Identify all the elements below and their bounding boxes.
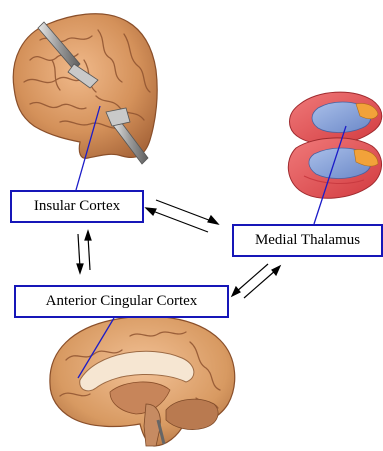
thalamus-image bbox=[288, 92, 381, 198]
arrow-acc-to-thalamus bbox=[244, 266, 280, 298]
sagittal-brain-image bbox=[50, 316, 235, 446]
lateral-brain-image bbox=[13, 14, 157, 164]
arrow-acc-to-insular bbox=[85, 231, 91, 270]
medial-thalamus-label: Medial Thalamus bbox=[232, 224, 383, 257]
insular-cortex-label: Insular Cortex bbox=[10, 190, 144, 223]
arrow-thalamus-to-insular bbox=[146, 208, 208, 232]
anterior-cingular-cortex-label: Anterior Cingular Cortex bbox=[14, 285, 229, 318]
arrow-thalamus-to-acc bbox=[232, 264, 268, 296]
arrow-insular-to-thalamus bbox=[156, 200, 218, 224]
arrow-insular-to-acc bbox=[77, 234, 83, 273]
